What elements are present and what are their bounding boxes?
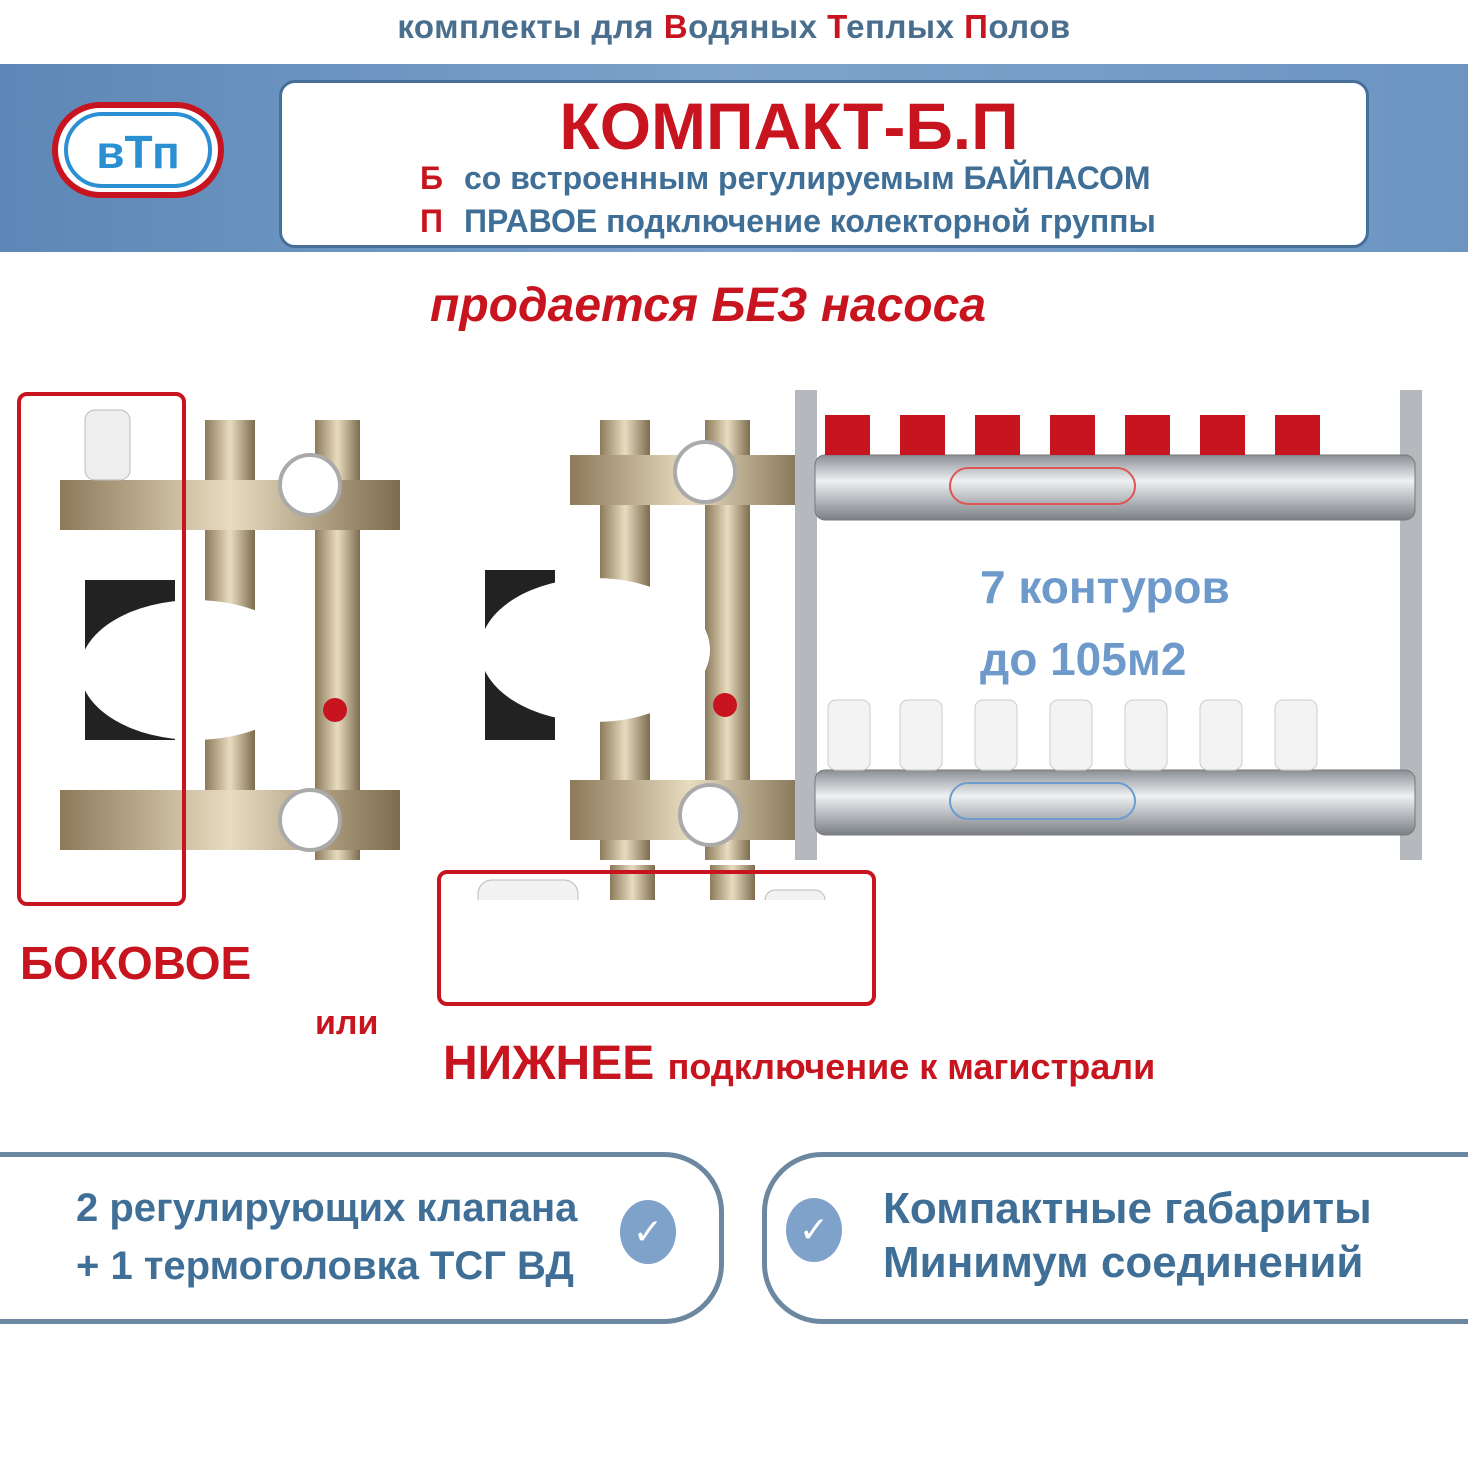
right-mixing-group [477,420,826,900]
svg-text:вТп: вТп [96,126,180,178]
check-icon: ✓ [620,1200,676,1264]
bottom-connection-label: НИЖНЕЕ подключение к магистрали [443,1037,1156,1090]
side-connection-label: БОКОВОЕ [20,937,252,989]
vtp-logo: вТп [52,102,224,198]
card-line: + 1 термоголовка ТСГ ВД [76,1244,574,1288]
product-illustration [60,390,1422,900]
side-connection-highlight [17,392,186,906]
title-box [279,80,1369,248]
tagline: комплекты для Водяных Теплых Полов [397,8,1071,45]
feature-card-valves [0,1152,724,1324]
card-line: 2 регулирующих клапана [76,1186,578,1230]
manifold [795,390,1422,860]
left-mixing-group [60,409,400,860]
check-icon: ✓ [786,1198,842,1262]
feature-card-compact [762,1152,1468,1324]
no-pump-note: продается БЕЗ насоса [430,279,987,332]
or-label: или [315,1004,379,1042]
product-title: КОМПАКТ-Б.П [559,89,1019,163]
heated-area: до 105м2 [980,633,1187,685]
card-line: Минимум соединений [883,1238,1364,1287]
bottom-connection-highlight [437,870,876,1006]
circuits-count: 7 контуров [980,561,1230,613]
card-line: Компактные габариты [883,1184,1372,1233]
